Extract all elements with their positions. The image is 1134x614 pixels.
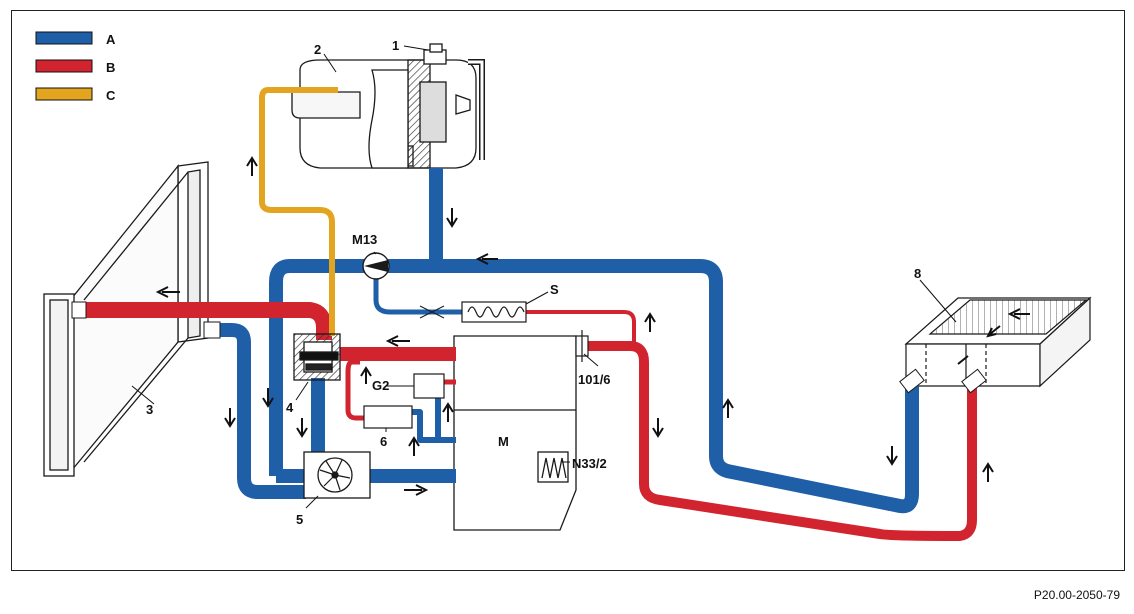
- reference-code: P20.00-2050-79: [1033, 588, 1120, 602]
- blue-lines: [206, 168, 919, 514]
- valve-m13: [362, 252, 390, 280]
- legend: A B C: [35, 31, 116, 103]
- water-pump: [303, 451, 371, 499]
- flow-arrows: [155, 156, 1030, 496]
- legend-label-a: A: [106, 32, 116, 47]
- label-thermostat: 4: [286, 400, 294, 415]
- orange-line: [259, 87, 338, 336]
- label-pump-unit: 6: [380, 434, 387, 449]
- label-sensor-101-6: 101/6: [578, 372, 611, 387]
- pump-unit-6: [363, 405, 413, 429]
- heat-exchanger-s: [461, 301, 527, 323]
- thermostat: [293, 333, 341, 381]
- label-n33-2: N33/2: [572, 456, 607, 471]
- label-radiator: 3: [146, 402, 153, 417]
- label-heater-core: 8: [914, 266, 921, 281]
- legend-swatch-c: [35, 87, 93, 101]
- heater-core: [904, 296, 1092, 388]
- label-g2: G2: [372, 378, 389, 393]
- components: [363, 301, 589, 429]
- label-pump: 5: [296, 512, 303, 527]
- legend-swatch-a: [35, 31, 93, 45]
- radiator: [43, 161, 209, 477]
- label-engine-m: M: [498, 434, 509, 449]
- label-tank: 2: [314, 42, 321, 57]
- g2-unit: [413, 373, 445, 399]
- expansion-tank: [291, 43, 485, 169]
- leader-lines: [131, 45, 957, 509]
- engine-block: [453, 335, 577, 531]
- legend-label-b: B: [106, 60, 115, 75]
- legend-swatch-b: [35, 59, 93, 73]
- label-sensor-s: S: [550, 282, 559, 297]
- label-valve-m13: M13: [352, 232, 377, 247]
- red-lines: [72, 302, 977, 541]
- labels: 1 2 3 4 5 6 8 M13 S 101/6 G2 M N33/2: [146, 38, 921, 527]
- legend-label-c: C: [106, 88, 116, 103]
- pipe-stubs: [71, 301, 987, 394]
- label-expansion-cap: 1: [392, 38, 399, 53]
